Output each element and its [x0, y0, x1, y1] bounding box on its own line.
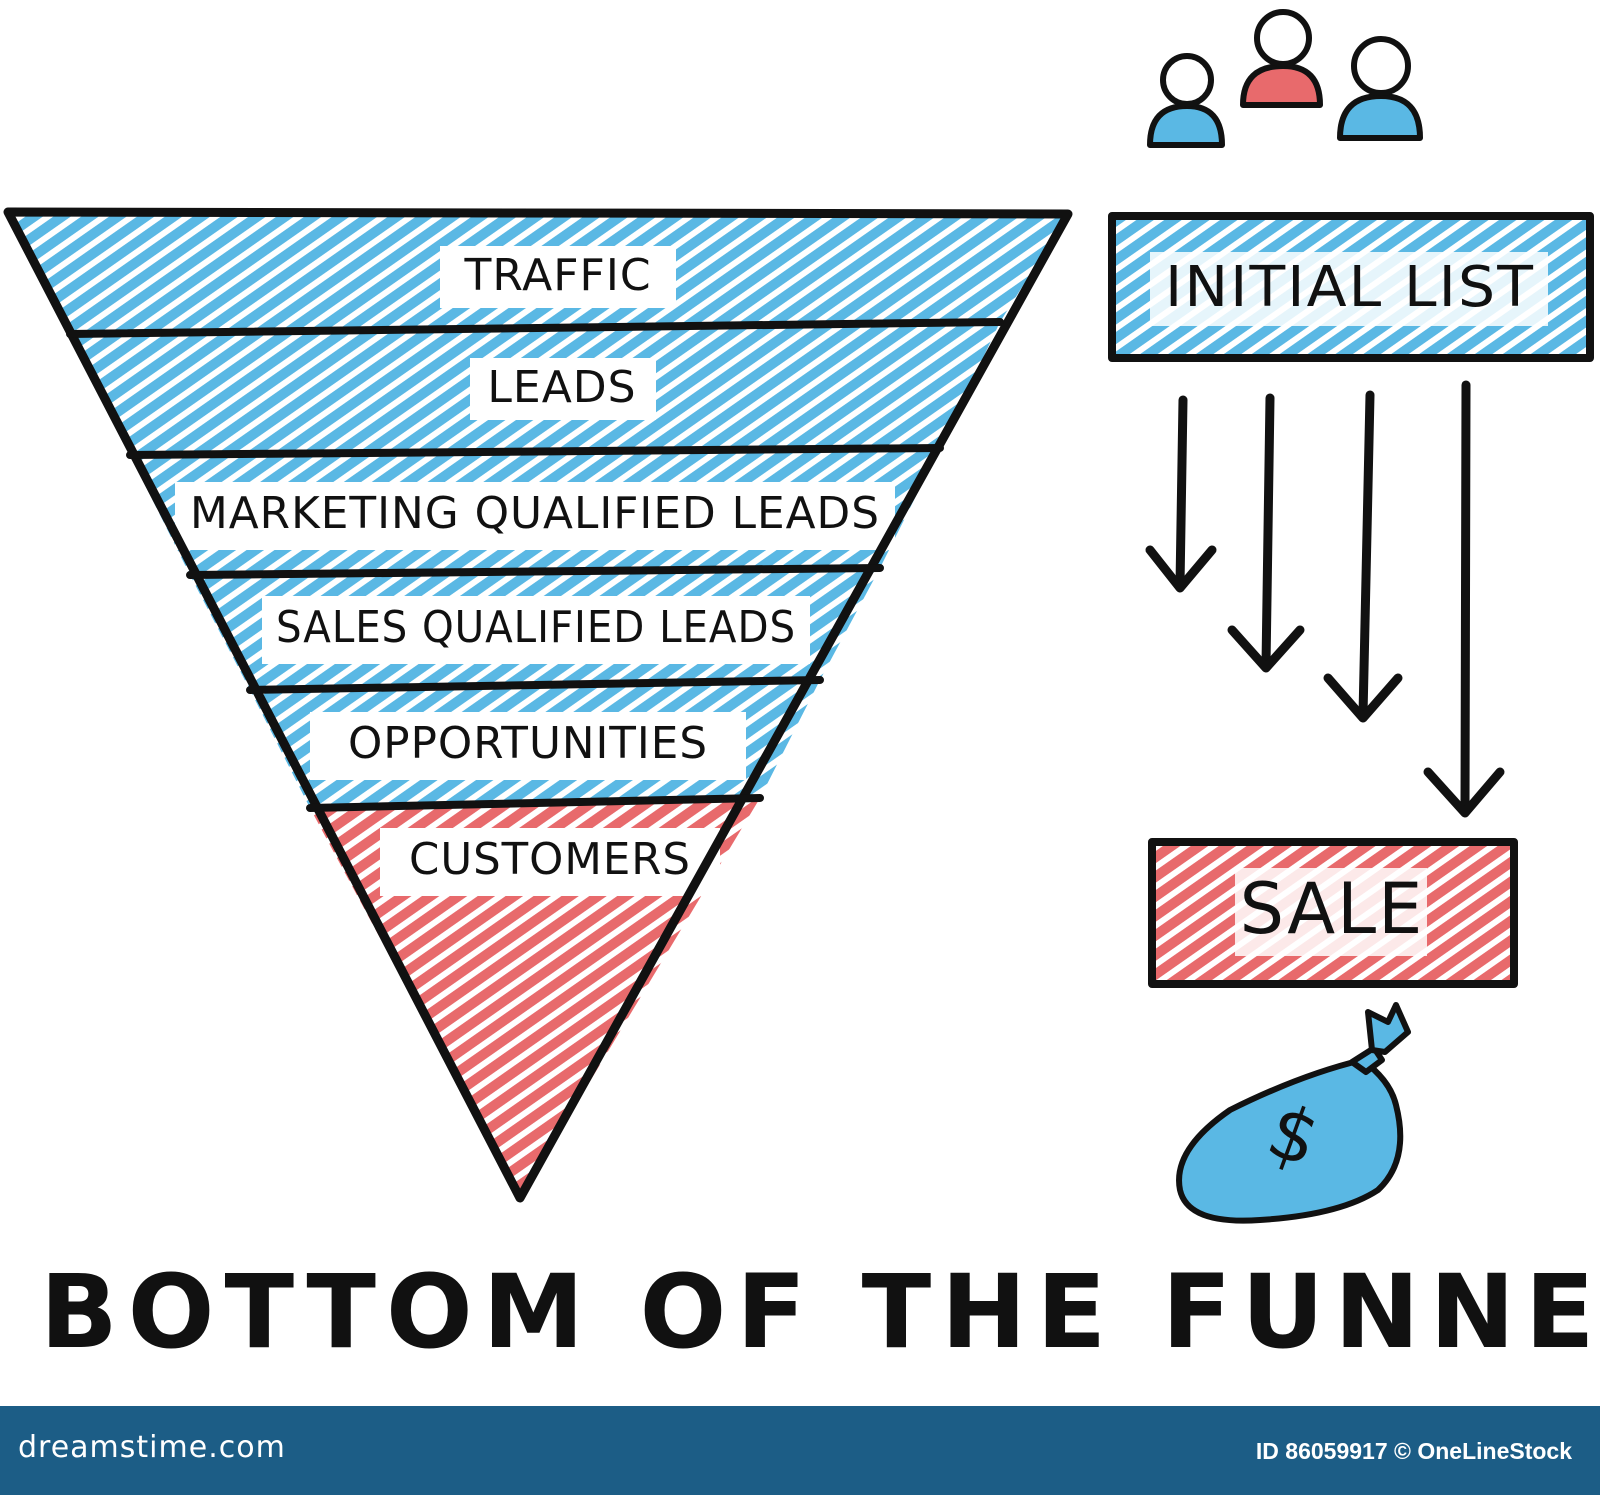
label-band-6 — [380, 828, 720, 896]
arrow-down-icon — [1423, 380, 1505, 818]
person-icon — [1147, 53, 1225, 148]
footer-bar: dreamstime.com ID 86059917 © OneLineStoc… — [0, 1406, 1600, 1495]
money-bag-icon: $ — [1176, 1002, 1411, 1224]
initial-list-box: INITIAL LIST — [1108, 212, 1594, 362]
initial-list-label: INITIAL LIST — [1165, 255, 1535, 320]
stage-label-leads: LEADS — [487, 362, 636, 413]
people-group — [1147, 9, 1423, 148]
label-band-2 — [470, 358, 656, 420]
footer-id: ID 86059917 © OneLineStock — [1255, 1438, 1572, 1464]
stage-label-mql: MARKETING QUALIFIED LEADS — [190, 488, 880, 539]
arrow-down-icon — [1145, 395, 1217, 593]
label-band-5 — [310, 712, 746, 780]
funnel-outline — [3, 207, 1073, 1203]
label-band-4 — [262, 596, 810, 664]
label-band-1 — [440, 246, 676, 308]
funnel-divider — [66, 318, 1004, 338]
person-icon — [1337, 36, 1423, 141]
funnel-diagram: TRAFFIC LEADS MARKETING QUALIFIED LEADS … — [3, 9, 1594, 1224]
sale-label: SALE — [1240, 868, 1425, 950]
arrows — [1145, 380, 1505, 818]
arrow-down-icon — [1323, 390, 1403, 723]
stage-label-traffic: TRAFFIC — [463, 250, 651, 301]
funnel-divider — [186, 564, 884, 579]
funnel-divider — [126, 444, 944, 459]
page-title: BOTTOM OF THE FUNNEL — [40, 1253, 1600, 1372]
sale-box: SALE — [1148, 838, 1518, 988]
funnel-divider — [306, 794, 764, 812]
person-icon — [1240, 9, 1323, 108]
stage-label-opportunities: OPPORTUNITIES — [348, 718, 708, 769]
footer-brand: dreamstime.com — [18, 1430, 286, 1465]
funnel-stage-6-fill — [310, 798, 760, 1198]
funnel: TRAFFIC LEADS MARKETING QUALIFIED LEADS … — [3, 207, 1073, 1203]
arrow-down-icon — [1227, 393, 1305, 673]
label-band-3 — [175, 482, 895, 550]
stage-label-sql: SALES QUALIFIED LEADS — [276, 602, 796, 653]
funnel-divider — [246, 676, 824, 694]
stage-label-customers: CUSTOMERS — [409, 834, 691, 885]
